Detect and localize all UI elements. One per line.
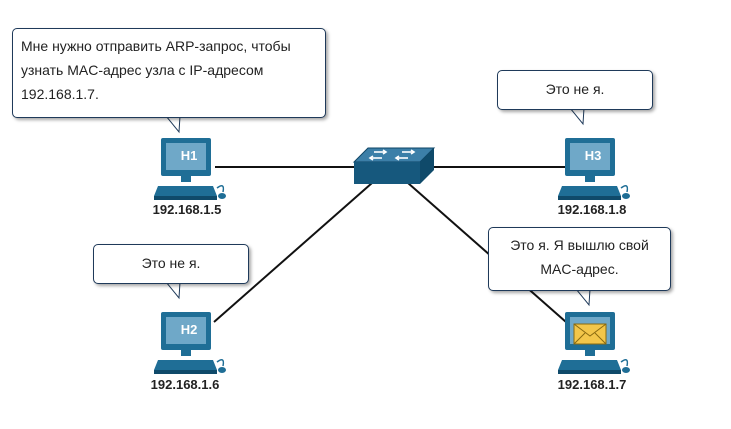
- link-switch-h4: [407, 182, 567, 323]
- speech-bubble-h1-tail: [166, 116, 181, 134]
- speech-bubble-target-tail: [576, 289, 591, 307]
- speech-bubble-h1: Мне нужно отправить ARP-запрос, чтобы уз…: [12, 28, 326, 118]
- host-h2-name: H2: [180, 322, 198, 337]
- host-h1-name: H1: [180, 148, 198, 163]
- computer-icon: [558, 138, 630, 200]
- speech-bubble-h3: Это не я.: [497, 70, 653, 110]
- speech-bubble-h3-tail: [570, 108, 585, 126]
- host-target-ip: 192.168.1.7: [557, 377, 627, 392]
- computer-icon: [154, 138, 226, 200]
- speech-bubble-h2: Это не я.: [93, 244, 249, 284]
- host-h2[interactable]: H2: [153, 310, 228, 378]
- switch-icon[interactable]: [350, 146, 436, 188]
- computer-icon: [154, 312, 226, 374]
- host-h2-ip: 192.168.1.6: [150, 377, 220, 392]
- link-switch-h2: [213, 182, 373, 323]
- host-h1[interactable]: H1: [153, 136, 228, 204]
- host-target[interactable]: [557, 310, 632, 378]
- host-h3-name: H3: [584, 148, 602, 163]
- speech-bubble-target-text: Это я. Я вышлю свой MAC-адрес.: [510, 237, 649, 277]
- speech-bubble-h2-text: Это не я.: [141, 255, 201, 271]
- envelope-icon: [573, 323, 607, 345]
- host-h1-ip: 192.168.1.5: [152, 202, 222, 217]
- speech-bubble-h1-text: Мне нужно отправить ARP-запрос, чтобы уз…: [21, 38, 291, 102]
- speech-bubble-h3-text: Это не я.: [545, 81, 605, 97]
- host-h3-ip: 192.168.1.8: [557, 202, 627, 217]
- host-h3[interactable]: H3: [557, 136, 632, 204]
- speech-bubble-h2-tail: [166, 282, 181, 300]
- speech-bubble-target: Это я. Я вышлю свой MAC-адрес.: [488, 227, 671, 291]
